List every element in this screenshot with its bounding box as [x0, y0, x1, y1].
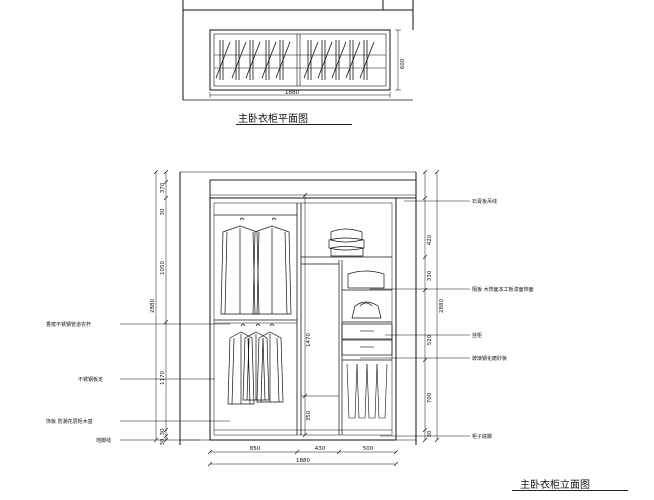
- dimension-ticks: [153, 169, 440, 467]
- plan-hanger: [303, 41, 319, 79]
- leader-lines: [120, 200, 470, 441]
- dimension-tick: [434, 437, 440, 443]
- coat-sleeve: [246, 337, 250, 401]
- dimension-tick: [434, 169, 440, 175]
- inner-dim-0: 370: [160, 182, 166, 193]
- bottom-dim-2: 500: [363, 446, 374, 452]
- dimension-tick: [163, 319, 169, 325]
- coat-sleeve: [284, 231, 288, 315]
- dimension-tick: [422, 195, 428, 201]
- right-note-2: 挂柜: [472, 332, 482, 339]
- dimension-tick: [302, 432, 308, 438]
- hanger-hook: [271, 217, 277, 221]
- middle-dim-1: 350: [306, 410, 312, 421]
- middle-dim-0: 1470: [306, 333, 312, 347]
- plan-hanger: [215, 41, 231, 79]
- bottom-dim-0: 850: [250, 446, 261, 452]
- dimension-tick: [163, 169, 169, 175]
- right-dim-2: 520: [427, 334, 433, 345]
- hanger-hook: [239, 217, 245, 221]
- coat-sleeve: [224, 231, 228, 315]
- plan-hanger: [317, 41, 333, 79]
- right-note-1: 隔板 木饰面本工板漆面饰面: [472, 286, 534, 293]
- dimension-tick: [302, 393, 308, 399]
- dimension-tick: [302, 192, 308, 198]
- dimension-tick: [163, 433, 169, 439]
- plan-hanger: [359, 41, 375, 79]
- dimension-tick: [153, 169, 159, 175]
- plan-width-dim: 1880: [285, 90, 299, 96]
- elevation-view: [179, 171, 417, 445]
- coat-sleeve: [260, 337, 264, 403]
- plan-view: [182, 0, 414, 101]
- dimension-tick: [207, 461, 213, 467]
- elevation-dimension-lines: [155, 172, 438, 465]
- elevation-title-underline: [512, 490, 628, 491]
- dimension-tick: [422, 169, 428, 175]
- coat-sleeve: [256, 231, 260, 315]
- dimension-tick: [393, 449, 399, 455]
- coat: [242, 331, 270, 401]
- right-dim-4: 30: [427, 430, 433, 437]
- right-dim-3: 700: [427, 392, 433, 403]
- left-note-1: 不锈钢板定: [78, 376, 103, 383]
- left-note-0: 香槟不锈钢管道衣杆: [46, 321, 91, 328]
- plan-dimensions: [209, 29, 401, 98]
- coat-sleeve: [262, 337, 266, 401]
- hanging-coats: [220, 217, 292, 405]
- dimension-tick: [393, 461, 399, 467]
- coat-sleeve: [231, 337, 235, 405]
- right-note-0: 石膏板吊线: [472, 198, 497, 205]
- dimension-tick: [163, 195, 169, 201]
- dimension-tick: [294, 449, 300, 455]
- dimension-tick: [422, 357, 428, 363]
- coat: [227, 331, 255, 405]
- plan-depth-dim: 600: [400, 58, 406, 69]
- plan-hanger: [275, 41, 291, 79]
- dimension-tick: [422, 437, 428, 443]
- right-total-dim: 2880: [439, 299, 445, 313]
- plan-title: 主卧衣柜平面图: [238, 114, 308, 125]
- left-note-3: 地脚线: [96, 437, 111, 444]
- hanger-hook: [255, 323, 261, 327]
- inner-dim-5: 30: [160, 438, 166, 445]
- right-dim-0: 420: [427, 234, 433, 245]
- plan-hanger: [245, 41, 261, 79]
- dimension-tick: [163, 179, 169, 185]
- dimension-tick: [163, 427, 169, 433]
- dimension-tick: [422, 287, 428, 293]
- dimension-tick: [207, 449, 213, 455]
- coat: [252, 225, 292, 315]
- plan-hanger: [231, 41, 247, 79]
- coat-sleeve: [276, 337, 280, 403]
- plan-hanger: [261, 41, 277, 79]
- left-total-dim: 2880: [150, 299, 156, 313]
- bottom-total-dim: 1880: [296, 458, 310, 464]
- plan-hanger: [345, 41, 361, 79]
- bottom-dim-1: 430: [315, 446, 326, 452]
- right-note-4: 柜子底脚: [472, 433, 492, 440]
- plan-hanger: [331, 41, 347, 79]
- dimension-tick: [336, 449, 342, 455]
- left-note-2: 饰板 防潮花层柜木基: [46, 418, 93, 425]
- right-note-3: 玻璃钢化磨砂板: [472, 355, 507, 362]
- dimension-tick: [422, 254, 428, 260]
- inner-dim-1: 30: [160, 208, 166, 215]
- plan-title-underline: [236, 124, 352, 125]
- plan-hangers: [215, 40, 375, 80]
- coat: [256, 331, 284, 403]
- inner-dim-4: 30: [160, 428, 166, 435]
- dimension-tick: [422, 427, 428, 433]
- inner-dim-2: 1050: [160, 261, 166, 275]
- elevation-title: 主卧衣柜立面图: [520, 480, 590, 491]
- inner-dim-3: 1170: [160, 371, 166, 385]
- hanger-hook: [240, 323, 246, 327]
- right-dim-1: 330: [427, 270, 433, 281]
- hanger-hook: [269, 323, 275, 327]
